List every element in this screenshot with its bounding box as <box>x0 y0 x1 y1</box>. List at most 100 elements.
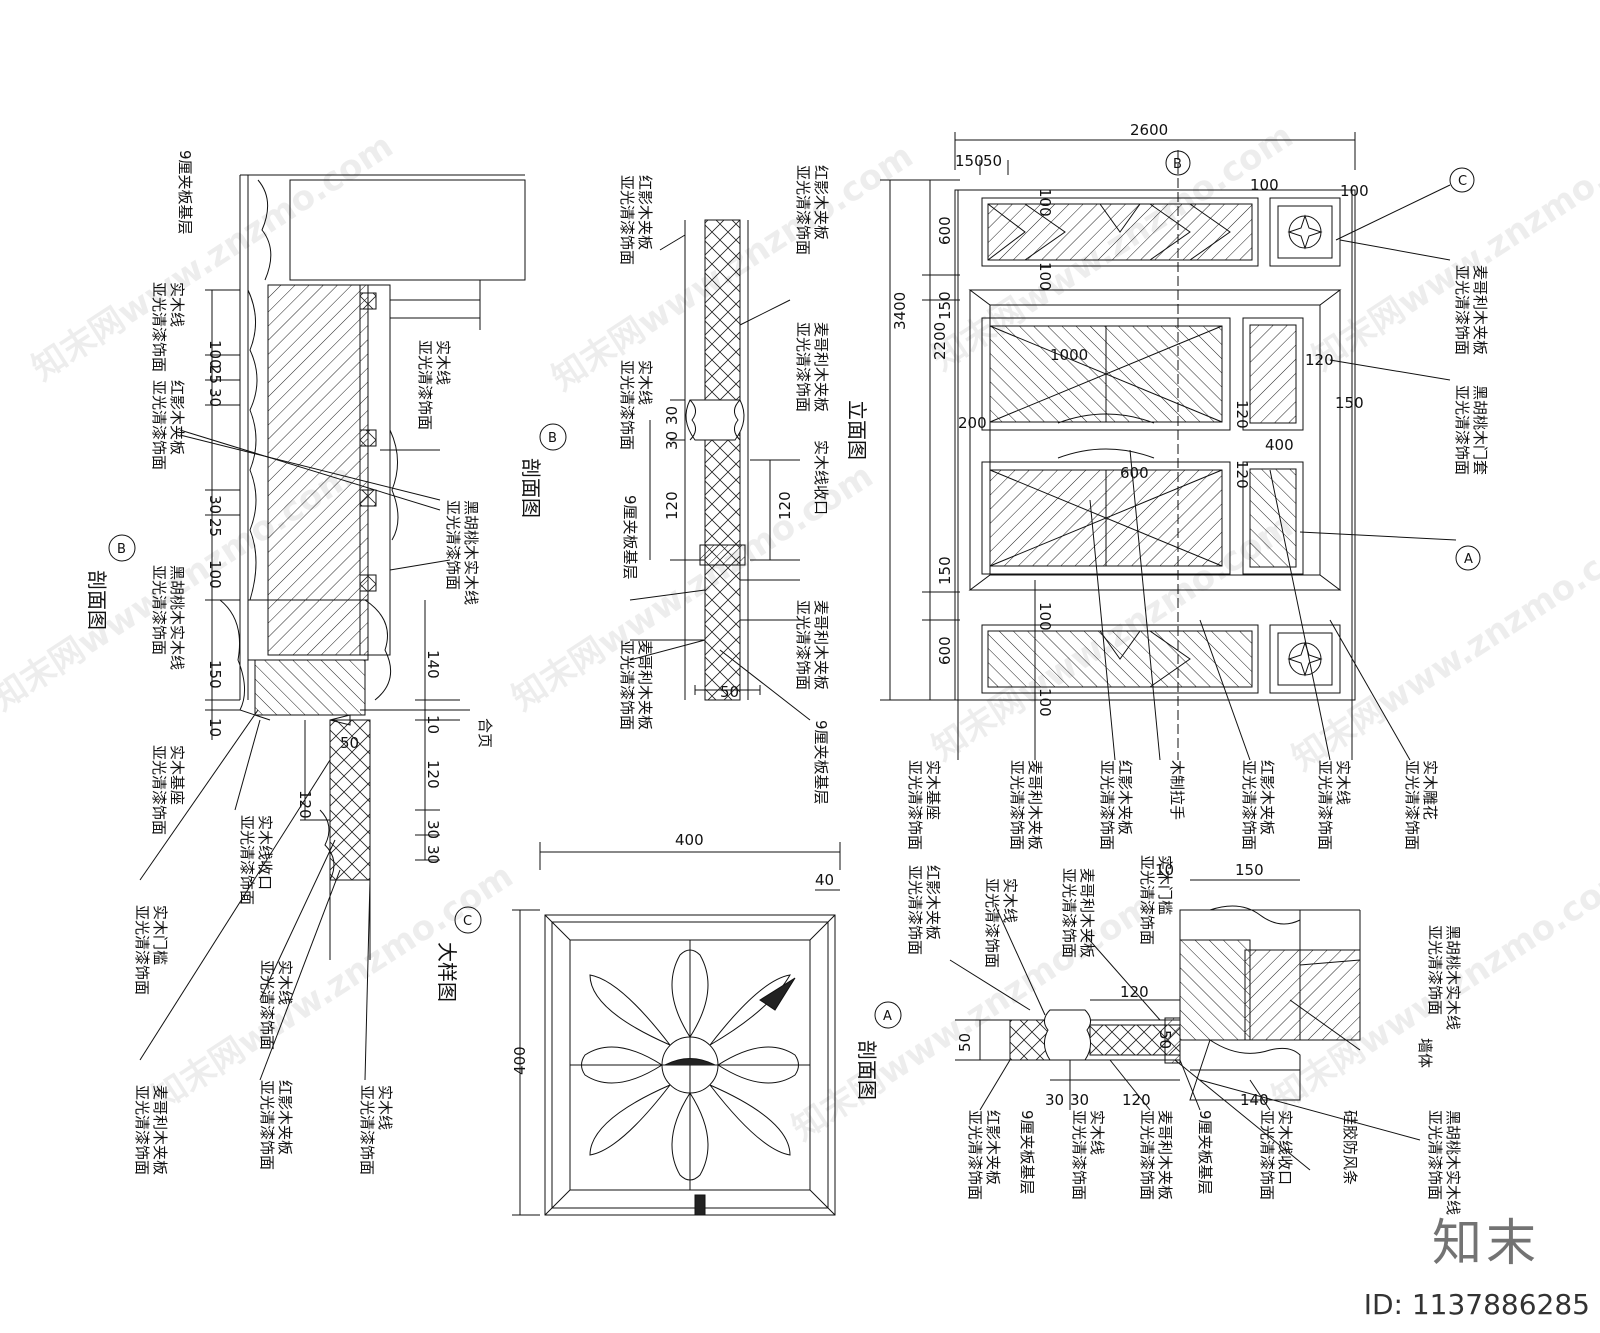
lbl-m-finish4: 亚光清漆饰面 <box>618 360 636 450</box>
dim-10-l: 10 <box>206 718 224 737</box>
dim-50-a: 50 <box>956 1033 974 1052</box>
lbl-a-finish2: 亚光清漆饰面 <box>983 878 1001 968</box>
lbl-e-finish4: 亚光清漆饰面 <box>1008 760 1026 850</box>
lbl-l-solidline: 实木线 <box>168 282 186 327</box>
dim-30-l4: 30 <box>424 845 442 864</box>
dim-150-a: 150 <box>1235 861 1264 879</box>
marker-c-detail: C <box>463 914 472 929</box>
section-b-left <box>108 174 526 1081</box>
dim-400-detail-w: 400 <box>675 831 704 849</box>
dim-40-detail: 40 <box>815 871 834 889</box>
brand-logo: 知末 <box>1432 1214 1540 1272</box>
lbl-l-makore: 麦哥利木夹板 <box>151 1085 169 1175</box>
lbl-l-hinge: 合页 <box>476 718 494 748</box>
dim-30-l2: 30 <box>206 495 224 514</box>
dim-600-bottom: 600 <box>936 636 954 665</box>
detail-c <box>454 842 841 1216</box>
lbl-l-redveneer2: 红影木夹板 <box>276 1080 294 1155</box>
lbl-l-finish7: 亚光清漆饰面 <box>258 960 276 1050</box>
lbl-l-finish11: 亚光清漆饰面 <box>444 500 462 590</box>
lbl-l-walnutline: 黑胡桃木实木线 <box>168 565 186 670</box>
lbl-e-finish6: 亚光清漆饰面 <box>1240 760 1258 850</box>
lbl-a-wall: 墙体 <box>1416 1038 1434 1068</box>
dim-25-l1: 25 <box>206 365 224 384</box>
dim-200: 200 <box>958 414 987 432</box>
lbl-a-substrate2: 9厘夹板基层 <box>1196 1110 1214 1195</box>
lbl-m-makore: 麦哥利木夹板 <box>812 322 830 412</box>
title-section-b-left: 剖面图 <box>85 570 109 630</box>
title-detail-c: 大样图 <box>435 942 459 1002</box>
lbl-a-closing: 实木线收口 <box>1276 1110 1294 1185</box>
dim-140-a: 140 <box>1240 1091 1269 1109</box>
lbl-e-handle: 木制拉手 <box>1168 760 1186 820</box>
lbl-a-finish5: 亚光清漆饰面 <box>1426 925 1444 1015</box>
lbl-e-makore2: 麦哥利木夹板 <box>1026 760 1044 850</box>
lbl-l-solidline2: 实木线 <box>276 960 294 1005</box>
dim-30-l3: 30 <box>424 820 442 839</box>
dim-100-l1: 100 <box>206 340 224 369</box>
dim-10-a: 10 <box>1155 861 1174 879</box>
dim-100-e4: 100 <box>1036 688 1054 717</box>
marker-c-elev: C <box>1458 174 1467 189</box>
lbl-l-finish9: 亚光清漆饰面 <box>258 1080 276 1170</box>
lbl-e-finish2: 亚光清漆饰面 <box>1453 385 1471 475</box>
lbl-l-solidline3: 实木线 <box>376 1085 394 1130</box>
dim-50-l: 50 <box>340 734 359 752</box>
dim-3400: 3400 <box>891 292 909 330</box>
dim-600-top: 600 <box>936 216 954 245</box>
dim-100-top-a: 100 <box>1250 176 1279 194</box>
title-section-b-mid: 剖面图 <box>519 458 543 518</box>
lbl-m-finish5: 亚光清漆饰面 <box>794 600 812 690</box>
lbl-l-finish12: 亚光清漆饰面 <box>416 340 434 430</box>
lbl-l-finish3: 亚光清漆饰面 <box>150 565 168 655</box>
lbl-a-walnutline2: 黑胡桃木实木线 <box>1444 1110 1462 1215</box>
lbl-e-redveneer: 红影木夹板 <box>1116 760 1134 835</box>
lbl-l-finish2: 亚光清漆饰面 <box>150 380 168 470</box>
dim-10-l2: 10 <box>424 715 442 734</box>
lbl-a-solidline: 实木线 <box>1001 878 1019 923</box>
marker-b-left: B <box>117 542 126 557</box>
section-a <box>874 879 1421 1171</box>
dim-30-a2: 30 <box>1070 1091 1089 1109</box>
dim-120-e1: 120 <box>1233 400 1251 429</box>
lbl-e-carving: 实木雕花 <box>1421 760 1439 820</box>
lbl-l-finish4: 亚光清漆饰面 <box>150 745 168 835</box>
lbl-a-solidline2: 实木线 <box>1088 1110 1106 1155</box>
marker-a-sec: A <box>883 1009 892 1024</box>
dim-600-mid: 600 <box>1120 464 1149 482</box>
lbl-m-closing: 实木线收口 <box>812 440 830 515</box>
lbl-m-substrate: 9厘夹板基层 <box>621 495 639 580</box>
marker-a-elev: A <box>1464 552 1473 567</box>
dim-120-l: 120 <box>424 760 442 789</box>
dim-100-e3: 100 <box>1036 602 1054 631</box>
lbl-m-finish3: 亚光清漆饰面 <box>794 322 812 412</box>
dim-30-mid-2: 30 <box>663 431 681 450</box>
lbl-m-makore2: 麦哥利木夹板 <box>812 600 830 690</box>
dim-120-right: 120 <box>1305 351 1334 369</box>
dim-50-a2: 50 <box>1156 1030 1174 1049</box>
lbl-e-solidline: 实木线 <box>1334 760 1352 805</box>
dim-50-mid: 50 <box>720 683 739 701</box>
dim-120-l2: 120 <box>296 790 314 819</box>
lbl-a-finish10: 亚光清漆饰面 <box>1258 1110 1276 1200</box>
lbl-a-redveneer2: 红影木夹板 <box>984 1110 1002 1185</box>
lbl-l-finish6: 亚光清漆饰面 <box>133 905 151 995</box>
marker-b-mid: B <box>548 431 557 446</box>
lbl-l-solidbase: 实木基座 <box>168 745 186 805</box>
dim-50-top: 50 <box>983 152 1002 170</box>
lbl-m-redveneer: 红影木夹板 <box>636 175 654 250</box>
dim-30-mid-1: 30 <box>663 406 681 425</box>
lbl-m-finish1: 亚光清漆饰面 <box>618 175 636 265</box>
dim-400-detail-h: 400 <box>511 1046 529 1075</box>
dim-100-e2: 100 <box>1036 262 1054 291</box>
lbl-m-redveneer2: 红影木夹板 <box>812 165 830 240</box>
lbl-l-walnutline2: 黑胡桃木实木线 <box>462 500 480 605</box>
marker-b-elev: B <box>1173 157 1182 172</box>
lbl-e-solidbase: 实木基座 <box>924 760 942 820</box>
dim-120-mid-r: 120 <box>776 491 794 520</box>
title-elevation: 立面图 <box>845 400 869 460</box>
lbl-l-finish8: 亚光清漆饰面 <box>133 1085 151 1175</box>
lbl-l-closing: 实木线收口 <box>256 815 274 890</box>
dim-1000: 1000 <box>1050 346 1088 364</box>
